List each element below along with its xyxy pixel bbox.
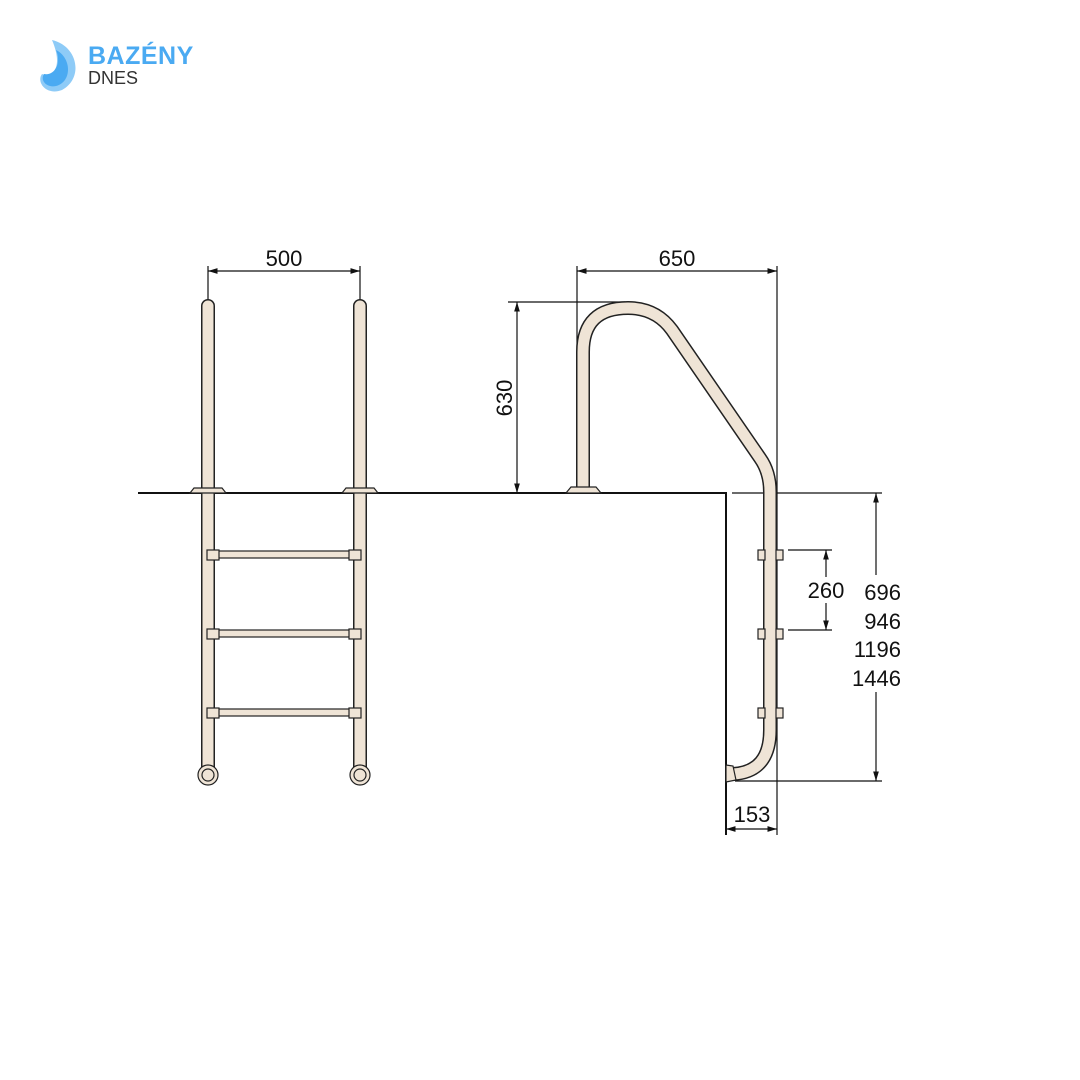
side-view-ladder — [564, 301, 784, 783]
front-view-ladder — [188, 299, 380, 786]
logo-text-top: BAZÉNY — [88, 42, 194, 70]
pool-edge-line — [138, 492, 727, 835]
drop-logo-icon — [40, 40, 76, 92]
label-depth-3: 1196 — [854, 637, 901, 662]
label-depth-2: 946 — [864, 609, 901, 634]
label-depth-1: 696 — [864, 580, 901, 605]
logo: BAZÉNY DNES — [38, 38, 218, 94]
label-ladder-width: 500 — [266, 246, 303, 271]
label-handrail-height: 630 — [492, 380, 517, 417]
label-handrail-reach: 650 — [659, 246, 696, 271]
label-depth-4: 1446 — [852, 666, 901, 691]
label-wall-offset: 153 — [734, 802, 771, 827]
logo-text-bottom: DNES — [88, 68, 139, 88]
label-step-spacing: 260 — [808, 578, 845, 603]
